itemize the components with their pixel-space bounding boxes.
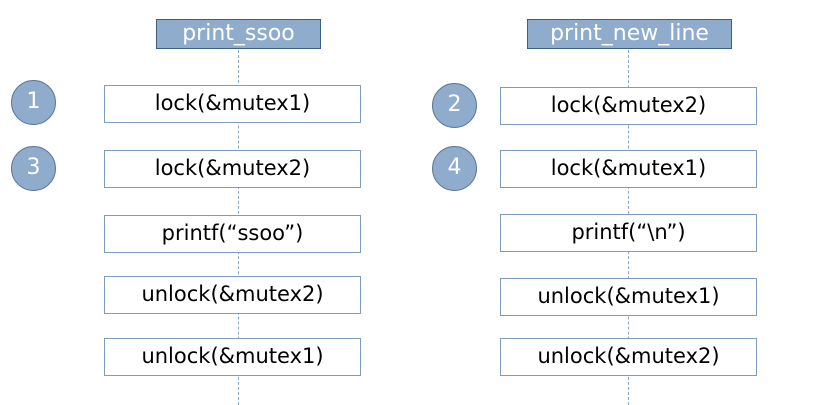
step-print-ssoo-2: lock(&mutex2) [104,150,361,188]
step-print-new-line-4: unlock(&mutex1) [500,278,757,316]
step-print-ssoo-1: lock(&mutex1) [104,85,361,123]
step-print-ssoo-4: unlock(&mutex2) [104,276,361,314]
step-print-new-line-1: lock(&mutex2) [500,87,757,125]
step-print-ssoo-5: unlock(&mutex1) [104,338,361,376]
order-badge-1: 1 [11,80,56,125]
lane-title-print-ssoo: print_ssoo [156,19,321,49]
lane-title-print-new-line: print_new_line [527,19,732,49]
step-print-new-line-5: unlock(&mutex2) [500,338,757,376]
step-print-ssoo-3: printf(“ssoo”) [104,215,361,253]
order-badge-4: 4 [432,146,477,191]
step-print-new-line-2: lock(&mutex1) [500,150,757,188]
order-badge-2: 2 [432,83,477,128]
step-print-new-line-3: printf(“\n”) [500,214,757,252]
order-badge-3: 3 [11,146,56,191]
